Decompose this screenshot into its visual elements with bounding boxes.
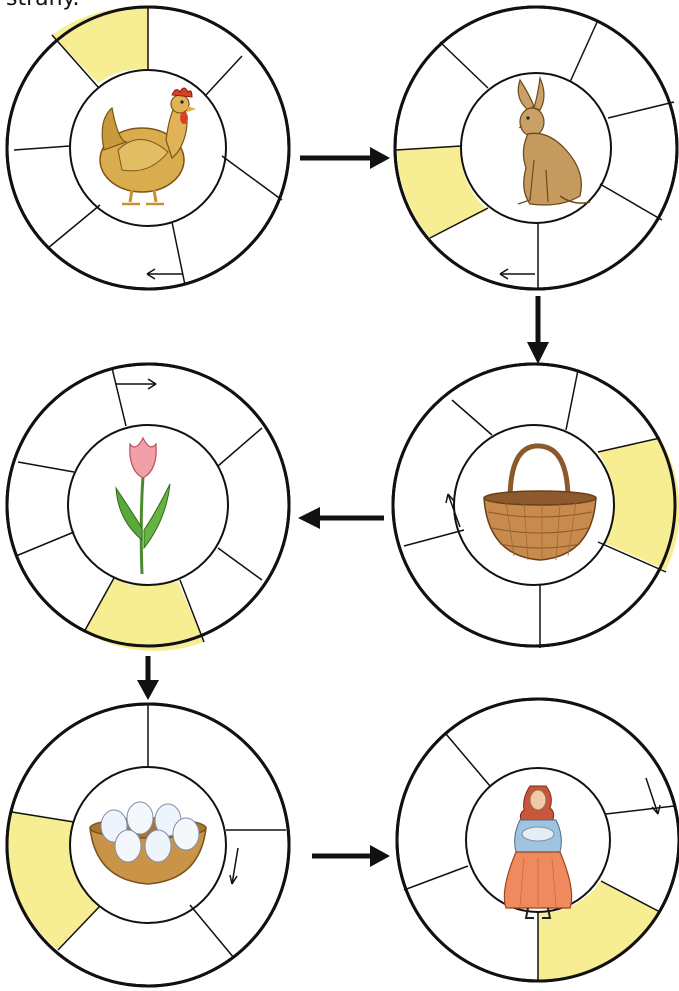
wheel-hare <box>393 5 679 291</box>
right-arrow-icon <box>116 378 157 390</box>
wheel-woman <box>395 697 679 983</box>
highlighted-segment <box>84 578 204 651</box>
hen-icon <box>99 87 196 206</box>
wheel-eggs <box>5 702 291 988</box>
tulip-icon <box>115 436 171 575</box>
wheel-basket <box>391 362 679 648</box>
highlighted-segment <box>397 146 488 238</box>
down-arrow-icon <box>229 847 239 885</box>
wheel-tulip <box>5 362 291 651</box>
basket-icon <box>483 443 597 561</box>
flow-arrow-basket-to-tulip <box>298 507 384 529</box>
eggs-bowl-icon <box>89 801 207 885</box>
left-arrow-icon <box>499 268 535 280</box>
highlighted-segment <box>598 438 679 570</box>
wheel-hen <box>5 5 291 291</box>
highlighted-segment <box>6 812 100 950</box>
down-arrow-icon <box>645 777 661 815</box>
flow-arrow-tulip-to-eggs <box>137 656 159 700</box>
highlighted-segment <box>538 881 660 982</box>
left-arrow-icon <box>146 268 182 280</box>
hare-icon <box>517 75 591 206</box>
page-title: strany. <box>6 0 79 11</box>
flow-arrow-hen-to-hare <box>300 147 390 169</box>
flow-arrow-hare-to-basket <box>527 296 549 364</box>
up-arrow-icon <box>445 493 461 528</box>
flow-arrow-eggs-to-woman <box>312 845 390 867</box>
woman-with-eggs-icon <box>503 785 573 919</box>
